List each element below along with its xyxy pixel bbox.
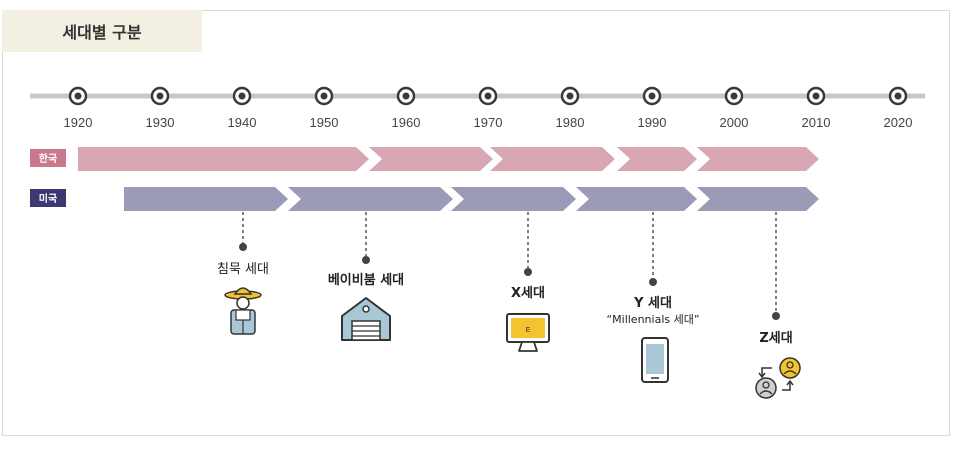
year-label: 1990 xyxy=(638,115,667,130)
korea-segment-5 xyxy=(697,147,819,171)
timeline-node-center xyxy=(812,92,820,100)
usa-segment-4 xyxy=(576,187,697,211)
gen-label-x: X세대 xyxy=(511,286,545,301)
year-label: 1950 xyxy=(310,115,339,130)
leader-dot-silent xyxy=(239,243,247,251)
house-garage-icon xyxy=(341,297,391,341)
timeline-node-center xyxy=(156,92,164,100)
timeline-node-center xyxy=(894,92,902,100)
korea-label-badge xyxy=(30,149,66,167)
timeline-node-center xyxy=(402,92,410,100)
year-label: 2010 xyxy=(802,115,831,130)
usa-segment-5 xyxy=(697,187,819,211)
leader-dot-boomer xyxy=(362,256,370,264)
year-label: 2020 xyxy=(884,115,913,130)
korea-segment-3 xyxy=(490,147,615,171)
year-label: 1960 xyxy=(392,115,421,130)
gen-label-y: Y 세대 xyxy=(633,296,672,311)
gen-label-boomer: 베이비붐 세대 xyxy=(328,272,404,288)
gen-sublabel-y: “Millennials 세대” xyxy=(606,313,699,326)
timeline-node-center xyxy=(320,92,328,100)
timeline-node-center xyxy=(74,92,82,100)
smartphone-icon xyxy=(641,337,669,383)
timeline-node-center xyxy=(484,92,492,100)
korea-segment-2 xyxy=(369,147,493,171)
year-label: 1940 xyxy=(228,115,257,130)
usa-segment-3 xyxy=(451,187,576,211)
usa-segment-1 xyxy=(124,187,288,211)
year-label: 2000 xyxy=(720,115,749,130)
timeline-node-center xyxy=(238,92,246,100)
leader-dot-x xyxy=(524,268,532,276)
usa-segment-2 xyxy=(288,187,453,211)
korea-label: 한국 xyxy=(39,153,57,165)
timeline-node-center xyxy=(648,92,656,100)
year-label: 1970 xyxy=(474,115,503,130)
diagram-title: 세대별 구분 xyxy=(62,23,142,42)
leader-dot-y xyxy=(649,278,657,286)
korea-segment-1 xyxy=(78,147,369,171)
title-tab: 세대별 구분 xyxy=(2,10,202,52)
svg-text:E: E xyxy=(526,327,531,334)
gen-label-z: Z세대 xyxy=(759,331,792,346)
gen-label-silent: 침묵 세대 xyxy=(217,262,269,277)
user-exchange-icon xyxy=(755,357,801,399)
year-label: 1920 xyxy=(64,115,93,130)
usa-label: 미국 xyxy=(39,192,57,205)
timeline-node-center xyxy=(730,92,738,100)
monitor-icon: E xyxy=(506,313,550,352)
timeline-node-center xyxy=(566,92,574,100)
year-label: 1930 xyxy=(146,115,175,130)
year-label: 1980 xyxy=(556,115,585,130)
usa-label-badge xyxy=(30,189,66,207)
korea-segment-4 xyxy=(617,147,697,171)
farmer-icon xyxy=(224,287,262,335)
leader-dot-z xyxy=(772,312,780,320)
